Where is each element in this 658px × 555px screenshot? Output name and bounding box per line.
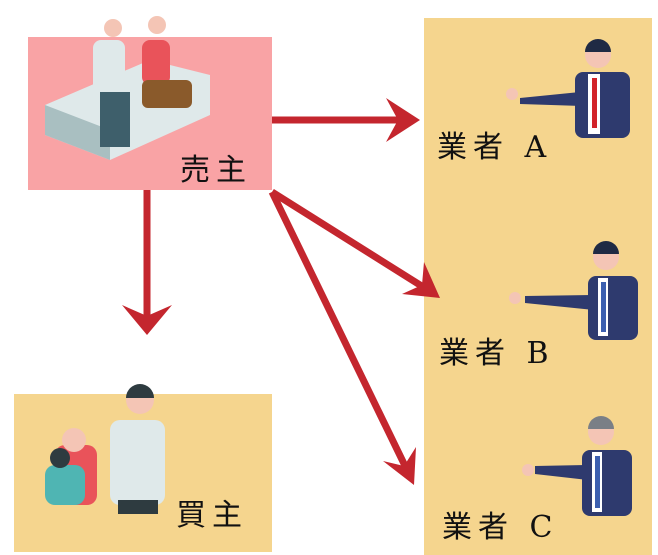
dealer-a-icon [506, 39, 630, 138]
dealer-a-label: 業者 A [437, 130, 553, 165]
buyer-label: 買主 [176, 498, 248, 533]
buyer-family-icon [45, 384, 165, 514]
dealer-b-label: 業者 B [439, 336, 555, 371]
arrowheads [122, 98, 440, 485]
dealer-c-label: 業者 C [442, 510, 559, 545]
arrows [143, 116, 430, 474]
arrow-seller-to-dealer-c [268, 190, 412, 474]
seller-label: 売主 [180, 153, 252, 188]
arrow-seller-to-dealer-b [270, 189, 430, 293]
dealer-c-icon [522, 416, 632, 516]
dealer-b-icon [509, 241, 638, 340]
seller-couple-icon [45, 16, 210, 160]
